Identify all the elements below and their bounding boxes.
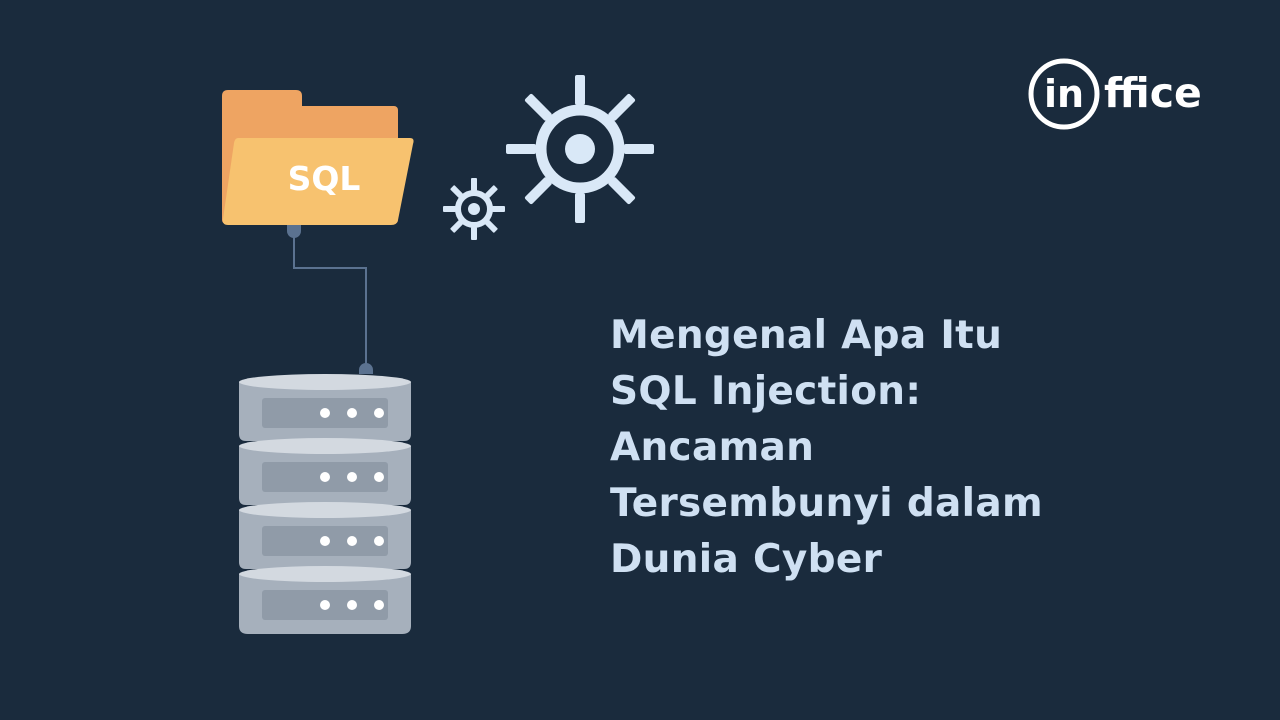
folder-icon: SQL [222,90,414,225]
title-line: Tersembunyi dalam [610,481,1043,526]
server-unit [239,566,411,634]
gear-icon [443,178,505,240]
folder-label: SQL [288,159,361,198]
svg-text:ffice: ffice [1104,69,1202,117]
server-unit [239,438,411,505]
gear-icon [506,75,654,223]
title-line: Ancaman [610,425,815,470]
title-line: Mengenal Apa Itu [610,313,1003,358]
connector-line [287,223,373,374]
database-server-icon [239,374,411,634]
server-unit [239,502,411,569]
title-line: SQL Injection: [610,369,922,414]
inffice-logo: in ffice [1028,58,1202,130]
title-line: Dunia Cyber [610,537,883,582]
page-title: Mengenal Apa Itu SQL Injection: Ancaman … [610,308,1250,588]
server-unit [239,374,411,441]
svg-text:in: in [1044,72,1084,116]
